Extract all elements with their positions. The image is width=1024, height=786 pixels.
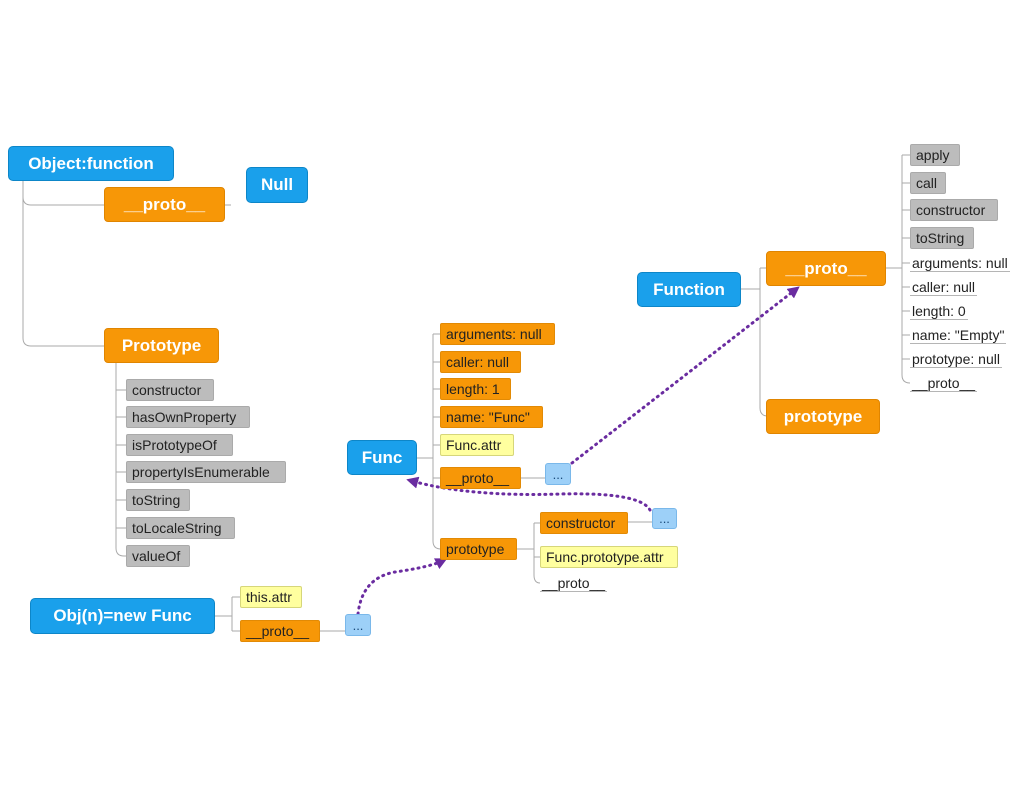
function-proto-member-tostring[interactable]: toString [910,227,974,249]
func-prop-caller[interactable]: caller: null [440,351,521,373]
func-proto-link[interactable]: ... [545,463,571,485]
function-proto-member-prototype: prototype: null [910,350,1002,368]
func-prop-length[interactable]: length: 1 [440,378,511,400]
function-proto-member-proto: __proto__ [910,374,978,392]
function-proto-member-call[interactable]: call [910,172,946,194]
object-prototype-member-tolocalestring[interactable]: toLocaleString [126,517,235,539]
object-prototype-node[interactable]: Prototype [104,328,219,363]
object-prototype-member-tostring[interactable]: toString [126,489,190,511]
func-prototype-attr[interactable]: Func.prototype.attr [540,546,678,568]
null-node[interactable]: Null [246,167,308,203]
object-prototype-member-propertyisenumerable[interactable]: propertyIsEnumerable [126,461,286,483]
object-prototype-member-constructor[interactable]: constructor [126,379,214,401]
obj-this-attr[interactable]: this.attr [240,586,302,608]
func-node[interactable]: Func [347,440,417,475]
obj-proto[interactable]: __proto__ [240,620,320,642]
obj-proto-link[interactable]: ... [345,614,371,636]
reference-arrow-func-proto-to-function-proto [570,286,800,465]
function-prototype-node[interactable]: prototype [766,399,880,434]
object-proto-node[interactable]: __proto__ [104,187,225,222]
constructor-link[interactable]: ... [652,508,677,529]
object-function-node[interactable]: Object:function [8,146,174,181]
function-proto-node[interactable]: __proto__ [766,251,886,286]
function-proto-member-length: length: 0 [910,302,968,320]
obj-new-func-node[interactable]: Obj(n)=new Func [30,598,215,634]
func-prototype-constructor[interactable]: constructor [540,512,628,534]
func-attr[interactable]: Func.attr [440,434,514,456]
func-prop-name[interactable]: name: "Func" [440,406,543,428]
function-proto-member-name: name: "Empty" [910,326,1007,344]
object-prototype-member-valueof[interactable]: valueOf [126,545,190,567]
object-prototype-member-isprototypeof[interactable]: isPrototypeOf [126,434,233,456]
func-proto[interactable]: __proto__ [440,467,521,489]
object-prototype-member-hasownproperty[interactable]: hasOwnProperty [126,406,250,428]
func-prop-arguments[interactable]: arguments: null [440,323,555,345]
function-proto-member-apply[interactable]: apply [910,144,960,166]
function-proto-member-constructor[interactable]: constructor [910,199,998,221]
func-prototype-node[interactable]: prototype [440,538,517,560]
function-proto-member-arguments: arguments: null [910,254,1010,272]
function-node[interactable]: Function [637,272,741,307]
reference-arrow-obj-proto-to-prototype [356,558,448,616]
function-proto-member-caller: caller: null [910,278,978,296]
func-prototype-proto: __proto__ [540,574,608,592]
